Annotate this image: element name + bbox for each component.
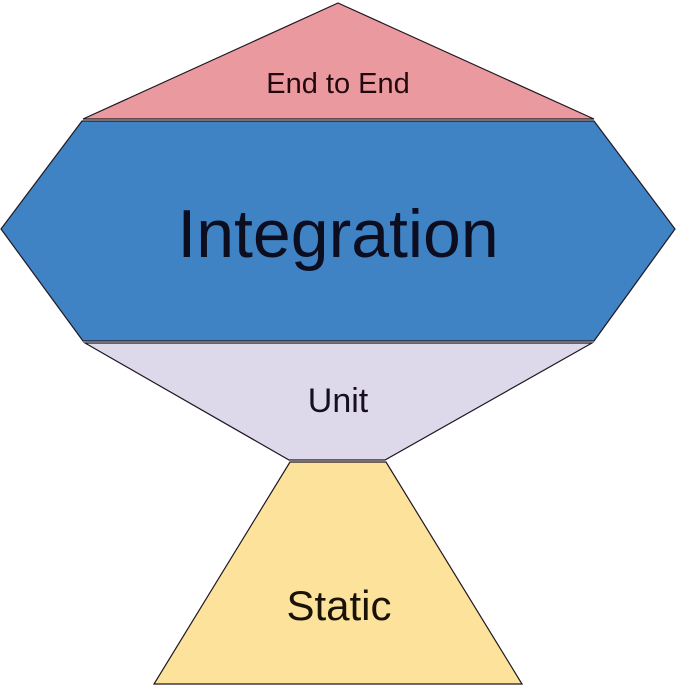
- integration-layer-shape: [0, 120, 676, 342]
- static-label: Static: [286, 582, 391, 629]
- integration-label: Integration: [177, 196, 498, 272]
- end-to-end-label: End to End: [266, 68, 410, 100]
- unit-layer-shape: [82, 342, 595, 461]
- static-layer-shape: [152, 461, 524, 685]
- end-to-end-layer-shape: [82, 2, 595, 120]
- unit-label: Unit: [308, 382, 369, 420]
